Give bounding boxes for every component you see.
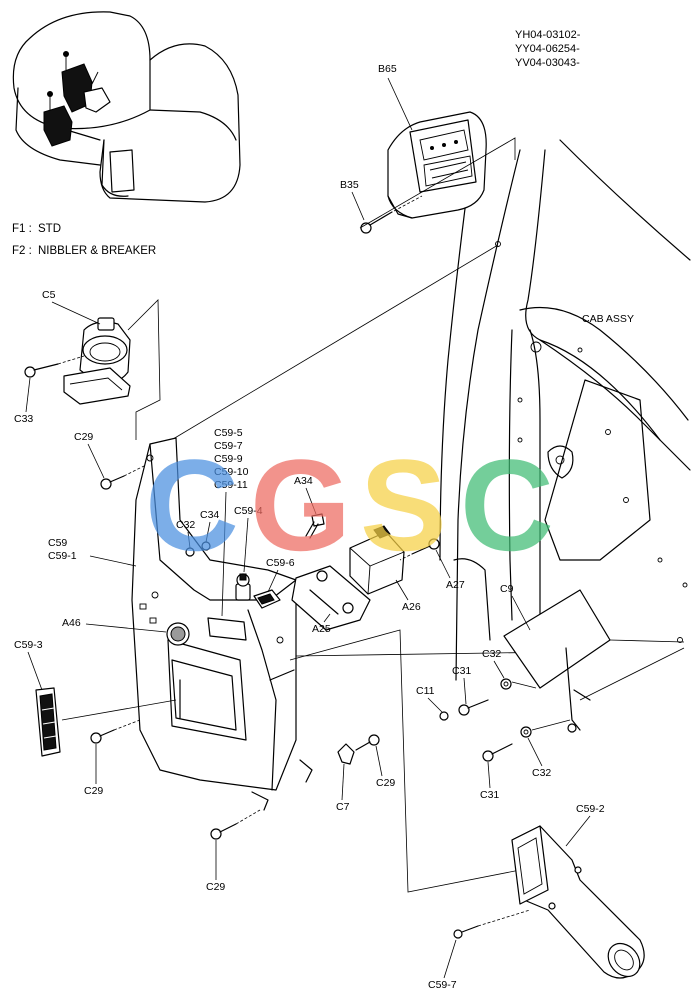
bolt-a34 [305, 513, 325, 539]
clip-c7 [337, 743, 355, 765]
screw-c59-7 [453, 909, 531, 939]
cup-holder-c5 [63, 317, 131, 405]
part-label-a46: A46 [62, 617, 81, 629]
cab-assembly-frame [439, 139, 691, 681]
variant-legend: F1 : STD F2 : NIBBLER & BREAKER [12, 223, 156, 257]
serial-number: YY04-06254- [515, 43, 580, 55]
part-label-a34: A34 [294, 475, 313, 487]
machine-overview-illustration [12, 11, 241, 203]
part-label-c29: C29 [84, 785, 103, 797]
part-label-c32: C32 [532, 767, 551, 779]
screw-c29 [90, 719, 141, 744]
part-label-c59-2: C59-2 [576, 803, 605, 815]
part-label-c59: C59 [48, 537, 67, 549]
part-label-c7: C7 [336, 801, 350, 813]
part-label-a25: A25 [312, 623, 331, 635]
legend-code: F1 : [12, 223, 32, 235]
part-label-c59-5: C59-5 [214, 427, 243, 439]
legend-text: STD [38, 223, 61, 235]
legend-text: NIBBLER & BREAKER [38, 245, 156, 257]
bolt-c31 [482, 743, 513, 762]
screw-c29 [210, 809, 261, 840]
part-label-c29: C29 [206, 881, 225, 893]
part-label-c59-7: C59-7 [428, 979, 457, 991]
switch-c59-3 [35, 687, 61, 757]
part-label-b35: B35 [340, 179, 359, 191]
part-label-a27: A27 [446, 579, 465, 591]
watermark-letter: G [250, 432, 351, 578]
part-label-c59-9: C59-9 [214, 453, 243, 465]
legend-code: F2 : [12, 245, 32, 257]
part-label-c34: C34 [200, 509, 219, 521]
watermark-letter: S [360, 432, 447, 578]
part-label-c31: C31 [452, 665, 471, 677]
washer-c32 [500, 678, 512, 690]
watermark-letter: C [460, 432, 554, 578]
part-label-c9: C9 [500, 583, 514, 595]
reference-line [157, 244, 499, 449]
watermark-letter: C [145, 432, 239, 578]
part-label-c59-3: C59-3 [14, 639, 43, 651]
part-label-c59-11: C59-11 [214, 479, 248, 491]
washer-c32 [520, 726, 532, 738]
cab-assy-label: CAB ASSY [582, 313, 634, 325]
air-duct-c59-2 [511, 825, 645, 979]
screw-c33 [24, 355, 85, 378]
part-label-b65: B65 [378, 63, 397, 75]
switch-c59-6 [253, 589, 281, 609]
bolt-a27 [399, 538, 440, 561]
knob-a46 [166, 622, 190, 646]
serial-number: YV04-03043- [515, 57, 580, 69]
part-label-a26: A26 [402, 601, 421, 613]
serial-number: YH04-03102- [515, 29, 581, 41]
watermark: C G S C [145, 432, 554, 578]
part-label-c32: C32 [176, 519, 195, 531]
bolt-b35 [360, 195, 423, 234]
monitor-b65 [387, 111, 487, 219]
part-label-c59-6: C59-6 [266, 557, 295, 569]
part-label-c32: C32 [482, 648, 501, 660]
part-label-c5: C5 [42, 289, 56, 301]
serial-number-list: YH04-03102- YY04-06254- YV04-03043- [515, 29, 581, 69]
part-label-c31: C31 [480, 789, 499, 801]
part-label-c59-4: C59-4 [234, 505, 263, 517]
part-label-c29: C29 [74, 431, 93, 443]
part-label-c29: C29 [376, 777, 395, 789]
screw-c29 [355, 734, 380, 751]
bracket-a25 [291, 565, 371, 631]
part-label-c59-1: C59-1 [48, 550, 77, 562]
relay-a26 [349, 525, 405, 595]
part-label-c11: C11 [416, 685, 435, 697]
nut-c11 [439, 711, 449, 721]
side-console-c59 [131, 437, 313, 811]
part-label-c59-10: C59-10 [214, 466, 249, 478]
part-label-c33: C33 [14, 413, 33, 425]
switch-c59-4 [235, 573, 251, 601]
bolt-c31 [458, 699, 489, 716]
part-label-c59-7: C59-7 [214, 440, 243, 452]
